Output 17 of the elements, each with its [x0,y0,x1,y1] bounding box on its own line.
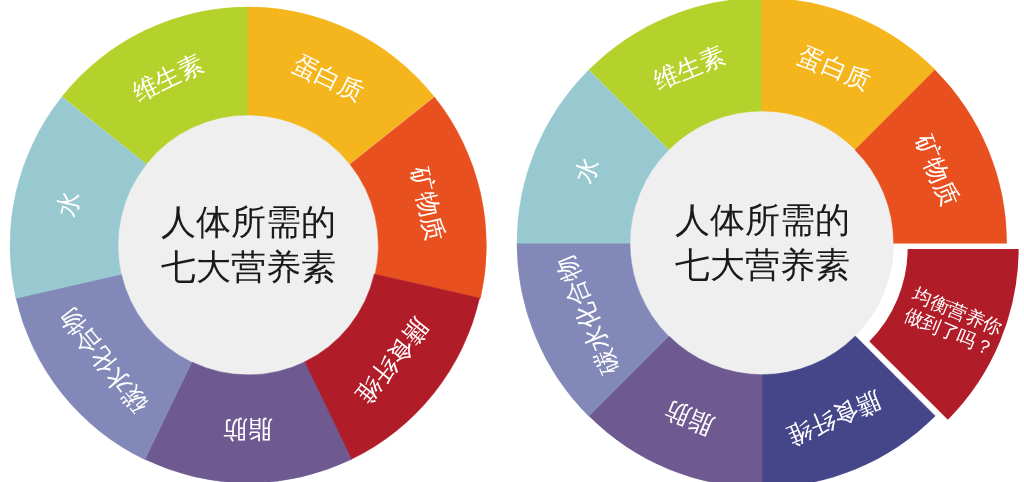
segment-label: 膳食纤维 [349,311,435,408]
segment-label: 维生素 [649,41,730,97]
segment-label: 蛋白质 [287,50,368,109]
segment-label: 水 [51,188,86,220]
segment-label: 矿物质 [405,164,450,244]
segment-label: 脂肪 [661,394,719,440]
segment-label: 碳水化合物 [53,301,155,418]
segment-label: 蛋白质 [794,41,875,97]
segment-label: 水 [569,153,606,188]
center-title: 人体所需的七大营养素 [673,198,851,287]
segment-label: 碳水化合物 [550,251,626,379]
segment-label: 矿物质 [908,130,964,211]
segment-label: 脂肪 [223,414,273,444]
center-title: 人体所需的七大营养素 [159,200,337,289]
segment-label: 维生素 [128,50,209,109]
segment-label: 膳食纤维 [782,384,886,450]
segment-label: 均衡营养你做到了吗？ [899,281,1007,362]
